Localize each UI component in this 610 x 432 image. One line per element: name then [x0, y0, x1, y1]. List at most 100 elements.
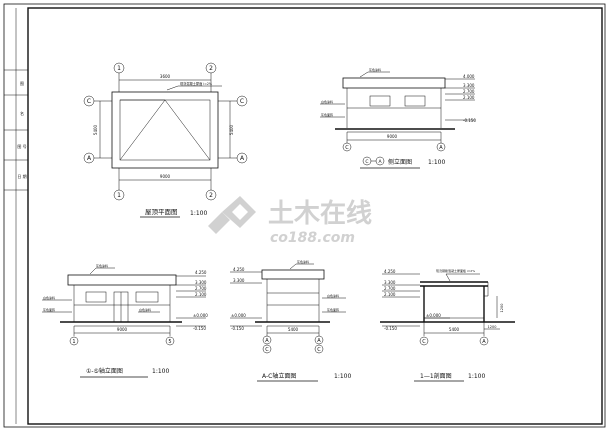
svg-text:A: A — [87, 155, 92, 162]
axis-bubble-left-bottom: A — [83, 152, 95, 164]
svg-text:4.000: 4.000 — [463, 74, 475, 79]
axis-bubble-left-top: C — [83, 95, 95, 107]
front-label-left1: 白色涂料 — [43, 295, 55, 300]
ac-axes-left: A C — [262, 335, 272, 354]
top-elev-levels: 4.000 3.300 2.700 2.100 -0.150 — [445, 74, 476, 123]
section-levels: 4.250 3.300 2.700 2.100 ±0.000 -0.150 — [382, 269, 450, 331]
svg-text:A: A — [240, 155, 245, 162]
svg-text:2.700: 2.700 — [195, 286, 207, 291]
svg-text:3.300: 3.300 — [233, 278, 245, 283]
svg-text:C: C — [422, 339, 426, 345]
drawing-frame — [27, 7, 603, 425]
top-elev-label-low: 灰色面砖 — [321, 112, 333, 117]
title-block-row-4: 日 期 — [17, 173, 26, 179]
roof-slope-note: 现浇混凝土屋面 i=2% — [180, 81, 212, 86]
roof-left-dim: 5400 — [93, 124, 98, 135]
svg-text:C: C — [365, 159, 368, 165]
ac-elev-scale: 1:100 — [334, 373, 351, 380]
svg-text:C: C — [265, 347, 269, 353]
section-sub-dim: 1200 — [488, 325, 497, 329]
title-block-row-1: 图 — [20, 80, 24, 86]
section-scale: 1:100 — [468, 373, 485, 380]
roof-bottom-dim: 9000 — [160, 174, 171, 179]
svg-text:C: C — [317, 347, 321, 353]
svg-text:2.100: 2.100 — [384, 292, 396, 297]
roof-plan-scale: 1:100 — [190, 210, 207, 217]
svg-text:5: 5 — [168, 339, 171, 345]
top-elev-label-mid: 白色涂料 — [321, 99, 333, 104]
svg-text:4.250: 4.250 — [233, 267, 245, 272]
top-elev-label-top: 灰色涂料 — [369, 67, 381, 72]
front-dim: 9000 — [117, 327, 128, 332]
front-elev-title: ①-⑤轴立面图 — [86, 367, 123, 375]
title-block-row-3: 图 号 — [17, 143, 26, 149]
svg-text:C: C — [87, 98, 91, 105]
roof-top-dim: 3600 — [160, 74, 171, 79]
section-title: 1—1剖面图 — [420, 372, 452, 380]
watermark-url: co188.com — [270, 230, 355, 246]
svg-text:-0.150: -0.150 — [193, 326, 206, 331]
svg-text:2.100: 2.100 — [463, 95, 475, 100]
svg-text:±0.000: ±0.000 — [193, 313, 208, 318]
ac-elev-title: A-C轴立面图 — [262, 372, 296, 380]
svg-text:C: C — [240, 98, 244, 105]
section-axis-left: C — [419, 336, 429, 346]
front-elev-scale: 1:100 — [152, 368, 169, 375]
ac-axes-right: A C — [314, 335, 324, 354]
section-roof-note: 现浇钢筋混凝土屋面板 i=2% — [436, 268, 475, 273]
svg-text:1: 1 — [72, 339, 75, 345]
axis-bubble-top-right: 2 — [205, 62, 217, 74]
ac-elevation: 灰色涂料 白色涂料 灰色面砖 4.250 3.300 ±0.000 -0.150… — [230, 259, 351, 382]
svg-text:1: 1 — [117, 192, 121, 199]
svg-text:A: A — [439, 145, 443, 151]
top-elev-axis-right: A — [436, 142, 446, 152]
svg-text:2: 2 — [209, 65, 213, 72]
title-block-row-2: 名 — [20, 110, 24, 116]
ac-label-right2: 灰色面砖 — [327, 307, 339, 312]
svg-text:3.300: 3.300 — [384, 280, 396, 285]
side-elevation-top: 灰色涂料 白色涂料 灰色面砖 4.000 3.300 2.700 2.100 -… — [320, 67, 476, 169]
svg-text:4.250: 4.250 — [384, 269, 396, 274]
ac-label-top: 灰色涂料 — [297, 259, 309, 264]
svg-text:C: C — [345, 145, 349, 151]
axis-bubble-bottom-right: 2 — [205, 189, 217, 201]
title-block: 图 名 图 号 日 期 — [4, 8, 28, 424]
svg-text:A: A — [317, 338, 321, 344]
svg-text:-0.150: -0.150 — [384, 326, 397, 331]
svg-text:A: A — [265, 338, 269, 344]
front-label-left2: 灰色面砖 — [43, 307, 55, 312]
roof-plan-title: 屋顶平面图 — [145, 208, 178, 216]
section-axis-right: A — [479, 336, 489, 346]
ac-dim: 5400 — [288, 327, 299, 332]
top-elev-scale: 1:100 — [428, 159, 445, 166]
svg-text:-0.150: -0.150 — [231, 326, 244, 331]
ac-label-right1: 白色涂料 — [327, 293, 339, 298]
svg-text:2.700: 2.700 — [463, 89, 475, 94]
svg-text:±0.000: ±0.000 — [231, 313, 246, 318]
roof-plan: 1 2 3600 现浇混凝土屋面 i=2% C A — [83, 62, 248, 218]
svg-text:±0.000: ±0.000 — [426, 313, 441, 318]
axis-bubble-right-top: C — [236, 95, 248, 107]
axis-bubble-right-bottom: A — [236, 152, 248, 164]
front-axis-right: 5 — [165, 336, 175, 346]
svg-text:3.300: 3.300 — [195, 280, 207, 285]
svg-text:-0.150: -0.150 — [463, 118, 476, 123]
sheet-outer-border — [3, 3, 606, 428]
svg-text:2.100: 2.100 — [195, 292, 207, 297]
ac-levels: 4.250 3.300 ±0.000 -0.150 — [230, 267, 262, 331]
roof-right-dim: 5400 — [229, 124, 234, 135]
svg-text:4.250: 4.250 — [195, 270, 207, 275]
axis-bubble-top-left: 1 — [113, 62, 125, 74]
section-1-1: 现浇钢筋混凝土屋面板 i=2% 4.250 3.300 2.700 2.100 … — [380, 268, 515, 382]
top-elev-title: C A 侧立面图 1:100 — [360, 156, 445, 169]
svg-text:A: A — [378, 159, 382, 165]
axis-bubble-bottom-left: 1 — [113, 189, 125, 201]
svg-text:侧立面图: 侧立面图 — [388, 158, 412, 166]
front-label-right: 白色涂料 — [139, 307, 151, 312]
top-elev-dim: 9000 — [387, 134, 398, 139]
svg-text:A: A — [482, 339, 486, 345]
front-axis-left: 1 — [69, 336, 79, 346]
front-levels: 4.250 3.300 2.700 2.100 ±0.000 -0.150 — [176, 270, 208, 331]
front-label-top: 灰色涂料 — [96, 263, 108, 268]
